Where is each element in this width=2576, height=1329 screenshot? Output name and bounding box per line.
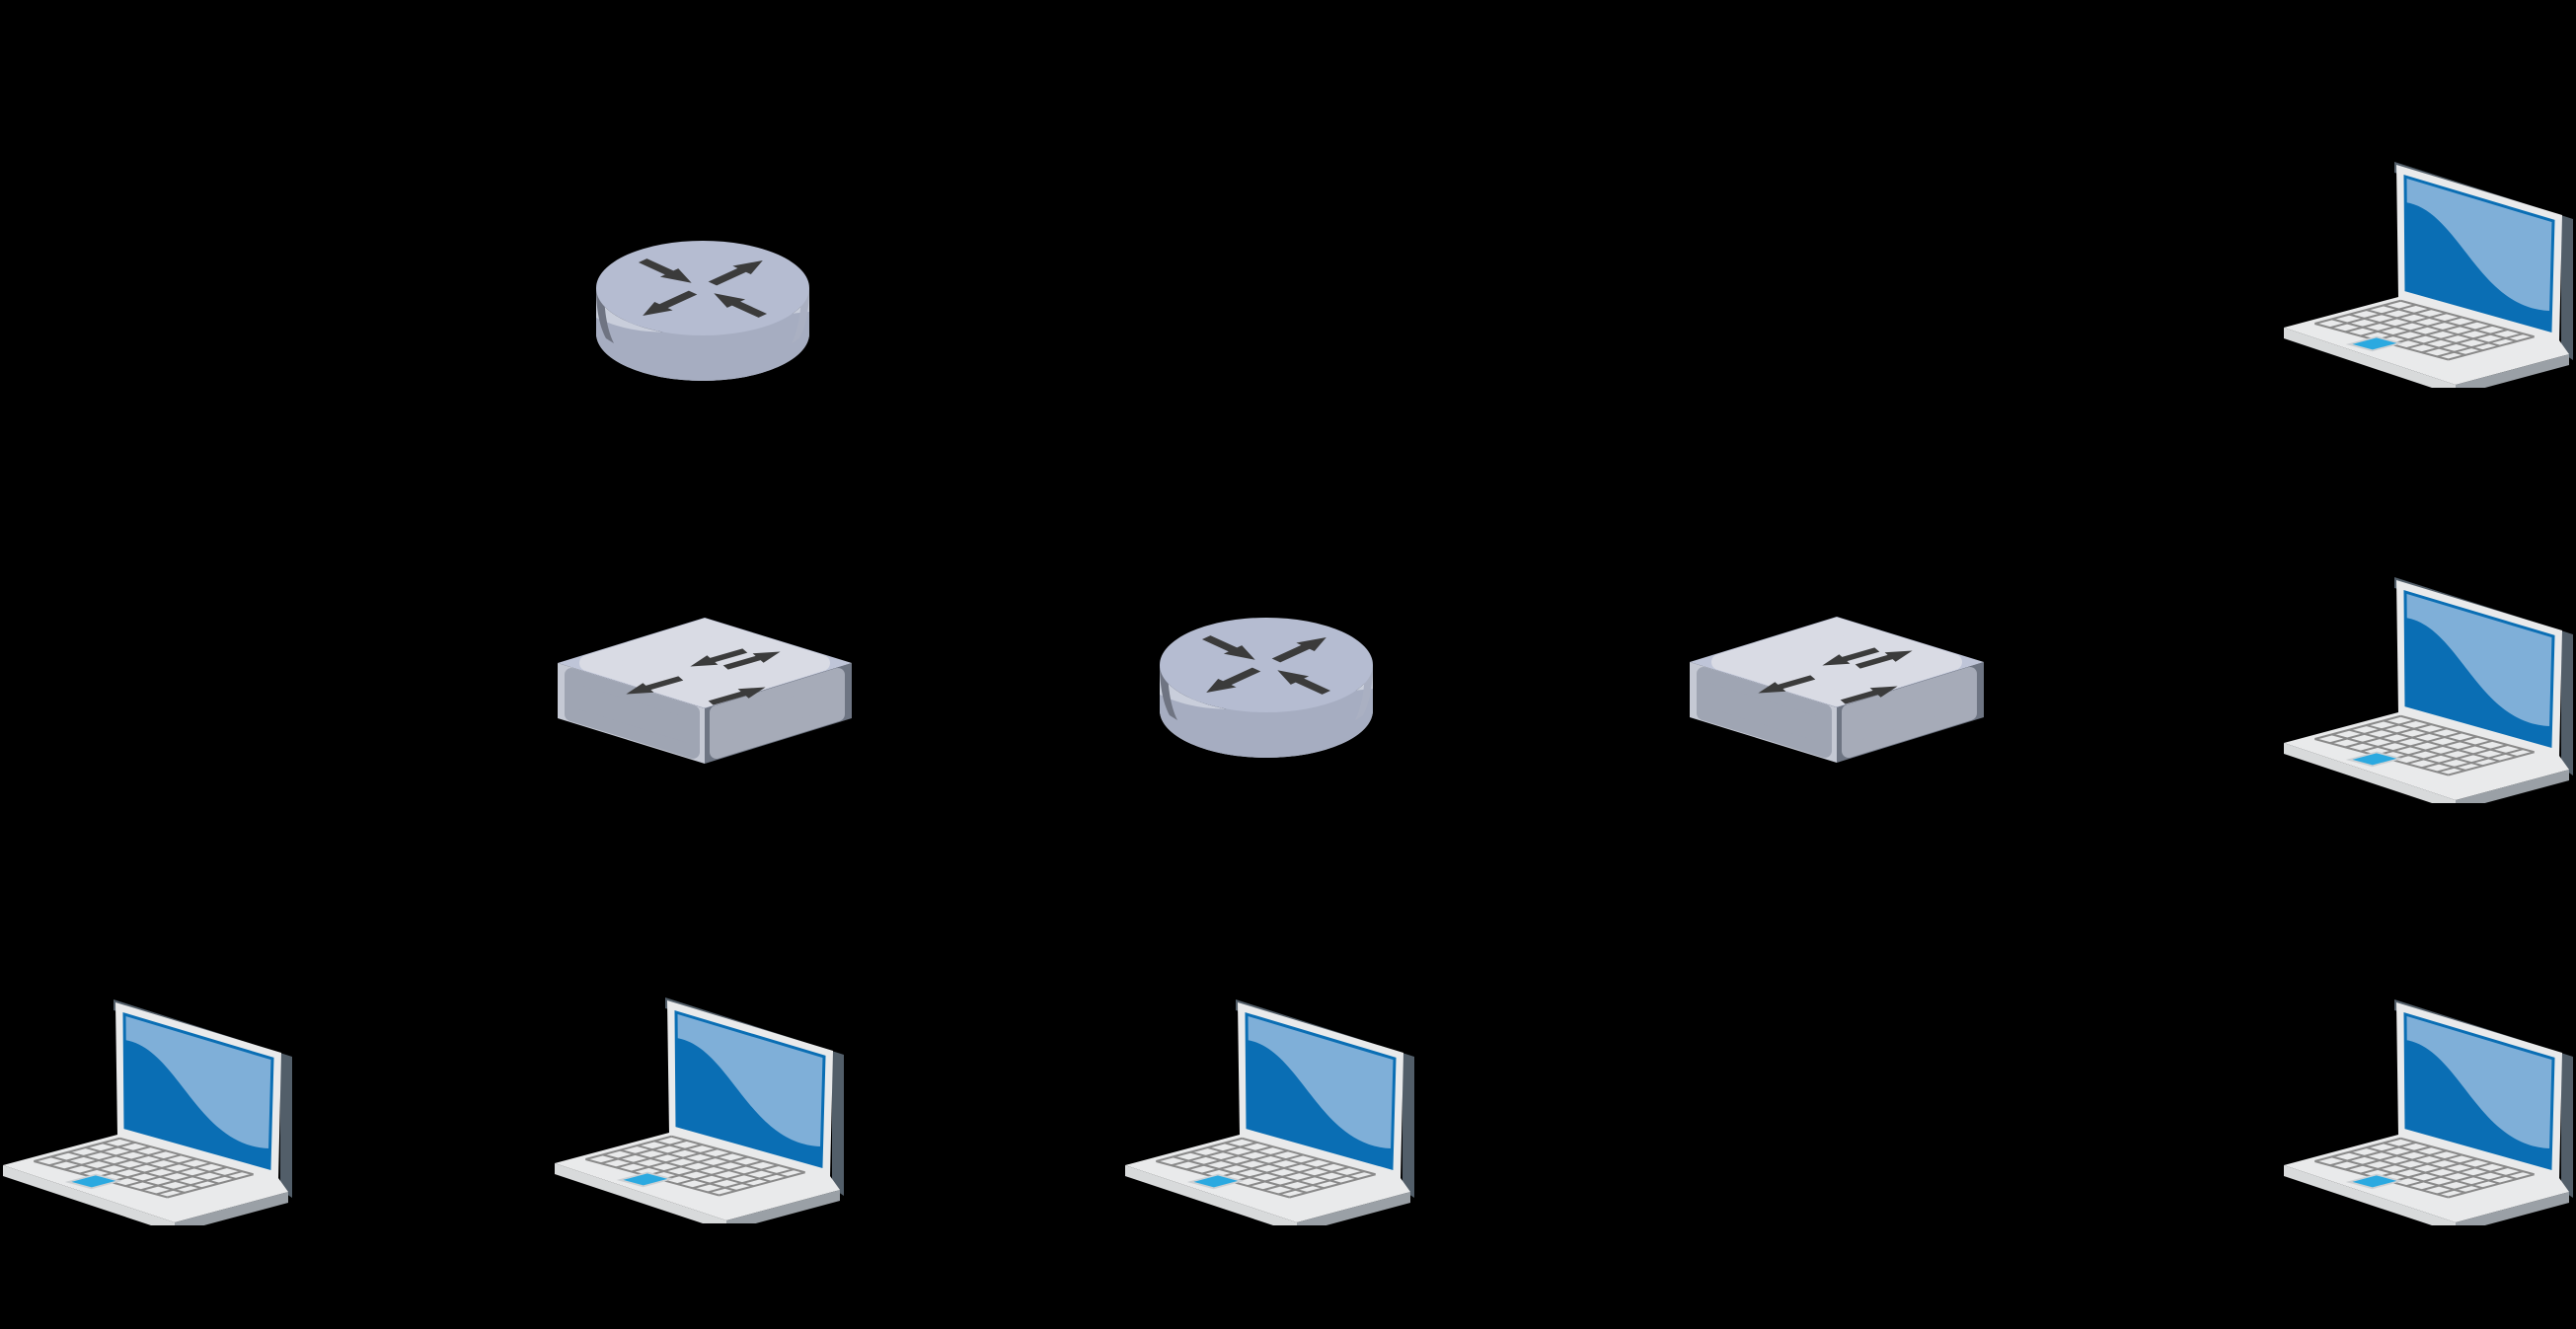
- router-arrows-icon: [638, 258, 768, 318]
- laptop-icon: [555, 997, 846, 1223]
- router-middle[interactable]: [1158, 616, 1375, 762]
- switch-middle-right[interactable]: [1690, 617, 1984, 763]
- laptop-right-bottom[interactable]: [2284, 998, 2575, 1225]
- laptop-right-middle[interactable]: [2284, 576, 2575, 803]
- switch-icon: [1690, 617, 1984, 763]
- router-icon: [596, 241, 809, 381]
- laptop-icon: [2284, 999, 2575, 1225]
- router-top[interactable]: [594, 239, 811, 385]
- laptop-bottom-left[interactable]: [3, 998, 294, 1225]
- switch-icon: [558, 618, 852, 764]
- laptop-icon: [2284, 162, 2575, 388]
- switch-middle-left[interactable]: [558, 618, 852, 764]
- router-arrows-icon: [1201, 635, 1331, 695]
- laptop-bottom-right[interactable]: [1125, 998, 1416, 1225]
- router-icon: [1160, 618, 1373, 758]
- laptop-right-top[interactable]: [2284, 161, 2575, 388]
- laptop-bottom-center[interactable]: [555, 997, 846, 1223]
- laptop-icon: [1125, 999, 1416, 1225]
- laptop-icon: [2284, 577, 2575, 803]
- switch-arrows-icon: [626, 648, 781, 705]
- switch-arrows-icon: [1758, 647, 1913, 704]
- laptop-icon: [3, 999, 294, 1225]
